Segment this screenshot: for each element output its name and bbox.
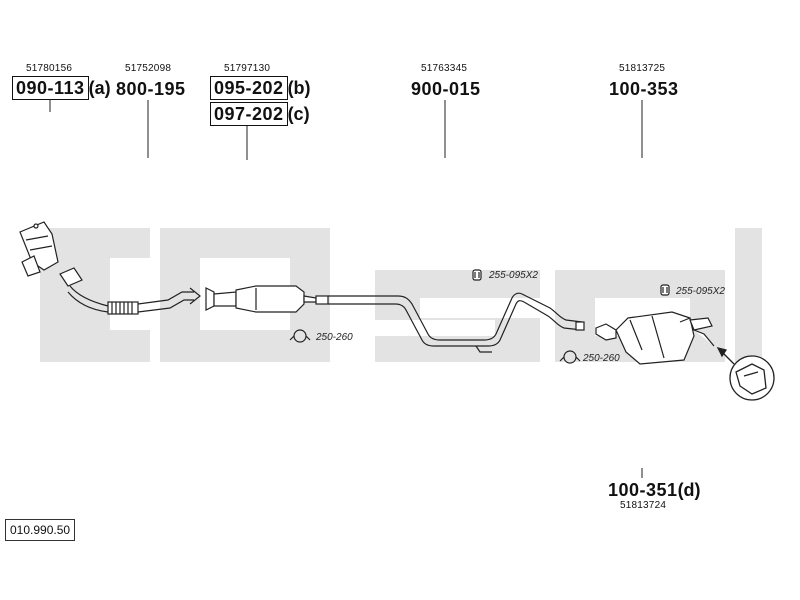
front-pipe [59, 267, 201, 315]
variant-suffix: (b) [287, 78, 311, 98]
oe-number: 51813724 [620, 500, 667, 511]
centre-silencer [205, 285, 317, 313]
part-number[interactable]: 100-351 [608, 480, 678, 500]
fitting-code[interactable]: 250-260 [316, 332, 353, 343]
fitting-code[interactable]: 255-095X2 [676, 286, 725, 297]
rear-silencer [595, 311, 715, 365]
part-number[interactable]: 100-353 [609, 79, 679, 99]
fitting-code[interactable]: 250-260 [583, 353, 620, 364]
part-number[interactable]: 097-202 [210, 102, 288, 126]
oe-number: 51780156 [26, 63, 73, 74]
fitting-code[interactable]: 255-095X2 [489, 270, 538, 281]
oe-number: 51752098 [125, 63, 172, 74]
part-number[interactable]: 900-015 [411, 79, 481, 99]
part-number[interactable]: 090-113 [12, 76, 89, 100]
part-label[interactable]: 097-202(c) [210, 102, 310, 126]
oe-number: 51763345 [421, 63, 468, 74]
variant-suffix: (a) [88, 78, 111, 98]
diagram-reference: 010.990.50 [5, 519, 76, 541]
variant-suffix: (d) [677, 480, 701, 500]
variant-suffix: (c) [287, 104, 310, 124]
catalytic-converter [19, 221, 59, 277]
detail-callout [716, 347, 775, 401]
clamp-icon [289, 329, 581, 364]
part-label[interactable]: 100-351(d) [608, 481, 701, 500]
part-number[interactable]: 095-202 [210, 76, 288, 100]
part-label[interactable]: 095-202(b) [210, 76, 311, 100]
leader-lines [49, 100, 643, 478]
oe-number: 51813725 [619, 63, 666, 74]
hanger-icon [472, 269, 670, 296]
part-label[interactable]: 090-113(a) [12, 76, 111, 100]
oe-number: 51797130 [224, 63, 271, 74]
part-number[interactable]: 800-195 [116, 79, 186, 99]
intermediate-pipe [315, 292, 585, 353]
